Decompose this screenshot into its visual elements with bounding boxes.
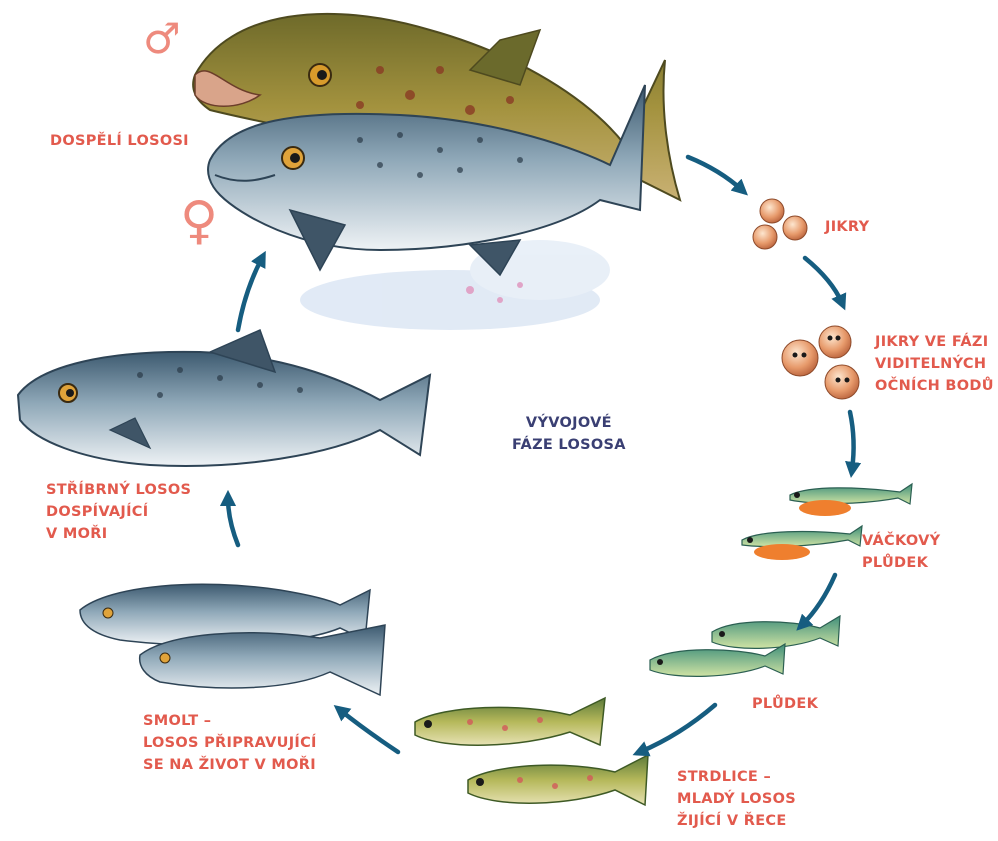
label-line: OČNÍCH BODŮ bbox=[875, 375, 994, 397]
label-adult-salmon: DOSPĚLÍ LOSOSI bbox=[50, 130, 189, 152]
arrow-smolt-to-silver bbox=[228, 498, 238, 545]
fry bbox=[650, 616, 840, 676]
label-line: DOSPĚLÍ LOSOSI bbox=[50, 130, 189, 152]
label-parr: STRDLICE – MLADÝ LOSOS ŽIJÍCÍ V ŘECE bbox=[677, 766, 796, 832]
label-alevin: VÁČKOVÝ PLŮDEK bbox=[862, 530, 940, 574]
diagram-title-line-2: FÁZE LOSOSA bbox=[512, 434, 626, 456]
label-line: V MOŘI bbox=[46, 523, 191, 545]
eyed-eggs bbox=[782, 326, 859, 399]
arrow-eyed-eggs-to-alevins bbox=[850, 412, 854, 470]
label-line: VIDITELNÝCH bbox=[875, 353, 994, 375]
label-line: VÁČKOVÝ bbox=[862, 530, 940, 552]
label-line: JIKRY VE FÁZI bbox=[875, 331, 994, 353]
female-symbol: ♀ bbox=[180, 193, 218, 249]
label-line: LOSOS PŘIPRAVUJÍCÍ bbox=[143, 732, 317, 754]
arrow-parr-to-smolt bbox=[340, 710, 398, 752]
label-fry: PLŮDEK bbox=[752, 693, 818, 715]
eggs bbox=[753, 199, 807, 249]
label-line: SMOLT – bbox=[143, 710, 317, 732]
parr bbox=[415, 698, 648, 805]
water-splash bbox=[300, 240, 610, 330]
label-line: PLŮDEK bbox=[752, 693, 818, 715]
label-eggs: JIKRY bbox=[825, 216, 869, 238]
arrow-fry-to-parr bbox=[640, 705, 715, 752]
arrow-adults-to-eggs bbox=[688, 157, 742, 190]
label-line: PLŮDEK bbox=[862, 552, 940, 574]
label-line: STŘÍBRNÝ LOSOS bbox=[46, 479, 191, 501]
silver-sea-salmon bbox=[18, 330, 430, 466]
label-line: SE NA ŽIVOT V MOŘI bbox=[143, 754, 317, 776]
label-silver-salmon: STŘÍBRNÝ LOSOS DOSPÍVAJÍCÍ V MOŘI bbox=[46, 479, 191, 545]
arrow-eggs-to-eyed-eggs bbox=[805, 258, 842, 303]
label-smolt: SMOLT – LOSOS PŘIPRAVUJÍCÍ SE NA ŽIVOT V… bbox=[143, 710, 317, 776]
arrow-alevins-to-fry bbox=[802, 575, 835, 625]
male-symbol: ♂ bbox=[143, 16, 181, 62]
label-line: DOSPÍVAJÍCÍ bbox=[46, 501, 191, 523]
diagram-title-line-1: VÝVOJOVÉ bbox=[512, 412, 626, 434]
label-line: STRDLICE – bbox=[677, 766, 796, 788]
label-line: JIKRY bbox=[825, 216, 869, 238]
smolts bbox=[80, 584, 385, 695]
arrow-silver-to-adults bbox=[238, 258, 262, 330]
label-line: MLADÝ LOSOS bbox=[677, 788, 796, 810]
label-line: ŽIJÍCÍ V ŘECE bbox=[677, 810, 796, 832]
diagram-title: VÝVOJOVÉ FÁZE LOSOSA bbox=[512, 412, 626, 456]
label-eyed-eggs: JIKRY VE FÁZI VIDITELNÝCH OČNÍCH BODŮ bbox=[875, 331, 994, 397]
